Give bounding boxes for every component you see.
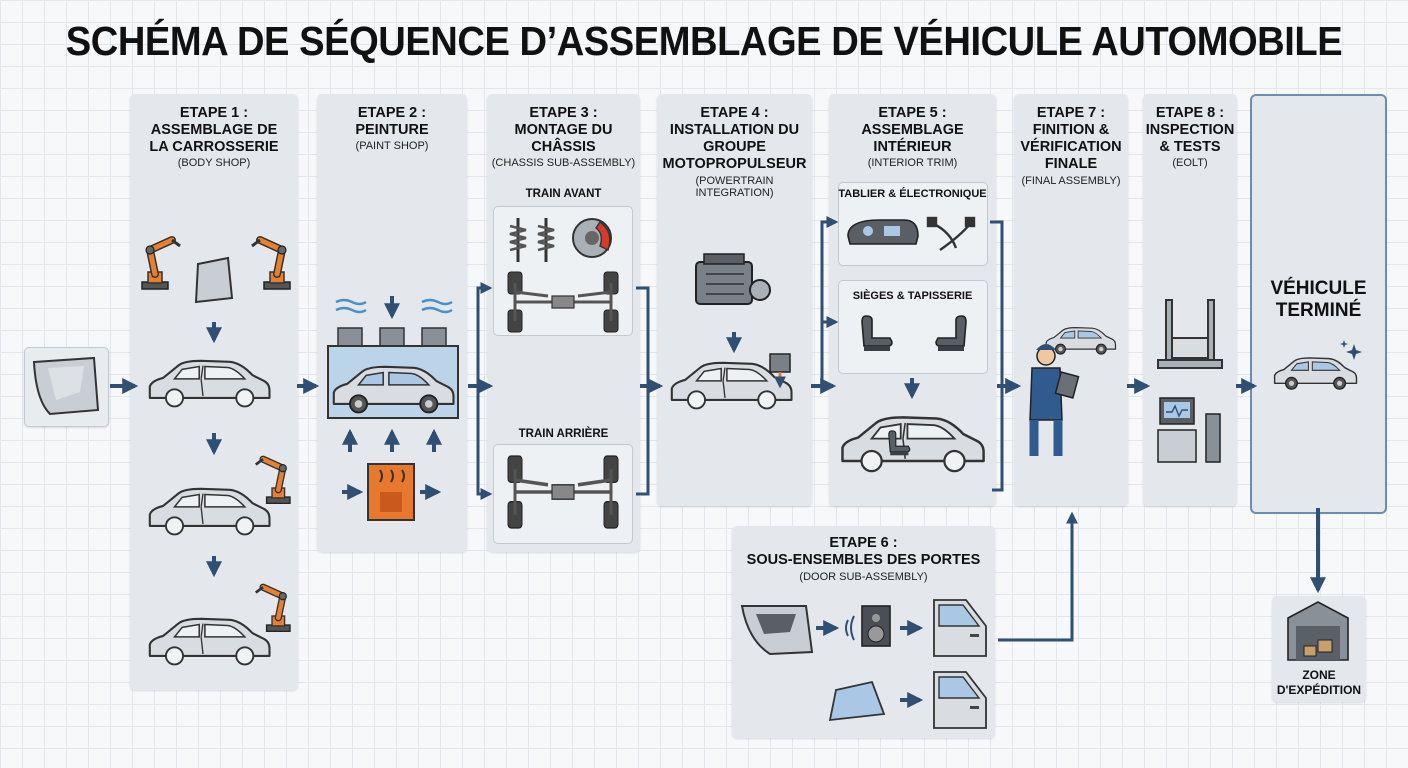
dashboard-icon (847, 219, 919, 245)
welding-robot-icon (256, 459, 290, 503)
seat-icon (935, 315, 967, 352)
stage-5-subtitle: (INTERIOR TRIM) (867, 157, 958, 169)
welding-robot-icon (252, 240, 290, 289)
warehouse-icon (1287, 601, 1349, 661)
seat-icon (861, 315, 893, 352)
stage-1-subtitle: (BODY SHOP) (177, 157, 251, 169)
shock-absorber-icon (509, 218, 555, 262)
stage-6-title: ETAPE 6 : SOUS-ENSEMBLES DES PORTES (746, 535, 981, 568)
stage-2-panel: ETAPE 2 : PEINTURE (PAINT SHOP) (317, 94, 467, 552)
flow-arrows (110, 378, 1326, 594)
inspector-icon (1029, 344, 1080, 456)
stage-2-title: ETAPE 2 : PEINTURE (355, 105, 429, 138)
door-panel-icon (740, 605, 814, 656)
stage-3-subtitle: (CHASSIS SUB-ASSEMBLY) (491, 157, 636, 169)
heater-icon (367, 463, 415, 521)
axle-icon (506, 454, 620, 530)
car-body-icon (148, 617, 271, 666)
car-interior-icon (841, 416, 985, 473)
engine-icon (695, 253, 771, 305)
dashboard-label: TABLIER & ÉLECTRONIQUE (838, 188, 987, 200)
test-rig-icon (1157, 299, 1223, 369)
finished-vehicle-panel: VÉHICULE TERMINÉ (1250, 94, 1387, 514)
speaker-icon (845, 605, 891, 647)
stage-6-subtitle: (DOOR SUB-ASSEMBLY) (799, 571, 928, 583)
stage-5-title: ETAPE 5 : ASSEMBLAGE INTÉRIEUR (861, 105, 964, 155)
brake-disc-icon (572, 218, 612, 258)
door-panel-icon (32, 356, 100, 416)
car-body-icon (148, 487, 271, 536)
shipping-label: ZONE D'EXPÉDITION (1276, 668, 1362, 697)
stage-7-subtitle: (FINAL ASSEMBLY) (1021, 175, 1121, 187)
door-panel-icon (194, 256, 234, 304)
paint-booth-icon (327, 327, 459, 419)
branch-arrows (470, 216, 1078, 642)
rear-axle-label: TRAIN ARRIÈRE (518, 428, 609, 440)
car-icon (1273, 357, 1358, 390)
welding-robot-icon (256, 587, 290, 631)
gearbox-icon (769, 353, 791, 389)
stage-2-arrows (342, 428, 442, 500)
stage-2-subtitle: (PAINT SHOP) (355, 140, 429, 152)
spray-icon (335, 298, 453, 314)
car-door-icon (933, 671, 987, 729)
car-body-icon (148, 359, 271, 408)
test-console-icon (1157, 397, 1221, 463)
stage-8-title: ETAPE 8 : INSPECTION & TESTS (1145, 105, 1235, 155)
stage-7-panel: ETAPE 7 : FINITION & VÉRIFICATION FINALE… (1014, 94, 1128, 506)
finished-vehicle-title: VÉHICULE TERMINÉ (1270, 278, 1367, 321)
stage-4-subtitle: (POWERTRAIN INTEGRATION) (695, 175, 774, 199)
stage-8-subtitle: (EOLT) (1172, 157, 1208, 169)
sparkle-icon (1340, 340, 1362, 360)
welding-robot-icon (142, 240, 180, 289)
front-axle-label: TRAIN AVANT (525, 188, 602, 200)
car-door-icon (933, 599, 987, 657)
stage-7-title: ETAPE 7 : FINITION & VÉRIFICATION FINALE (1020, 105, 1122, 172)
window-glass-icon (828, 680, 886, 722)
cable-icon (926, 216, 976, 251)
page-title: SCHÉMA DE SÉQUENCE D’ASSEMBLAGE DE VÉHIC… (65, 18, 1343, 64)
car-icon (1045, 327, 1117, 355)
axle-icon (506, 270, 620, 334)
seats-label: SIÈGES & TAPISSERIE (852, 290, 973, 302)
stage-4-title: ETAPE 4 : INSTALLATION DU GROUPE MOTOPRO… (662, 105, 807, 172)
stage-1-title: ETAPE 1 : ASSEMBLAGE DE LA CARROSSERIE (149, 105, 279, 155)
stage-3-title: ETAPE 3 : MONTAGE DU CHÂSSIS (514, 105, 613, 155)
